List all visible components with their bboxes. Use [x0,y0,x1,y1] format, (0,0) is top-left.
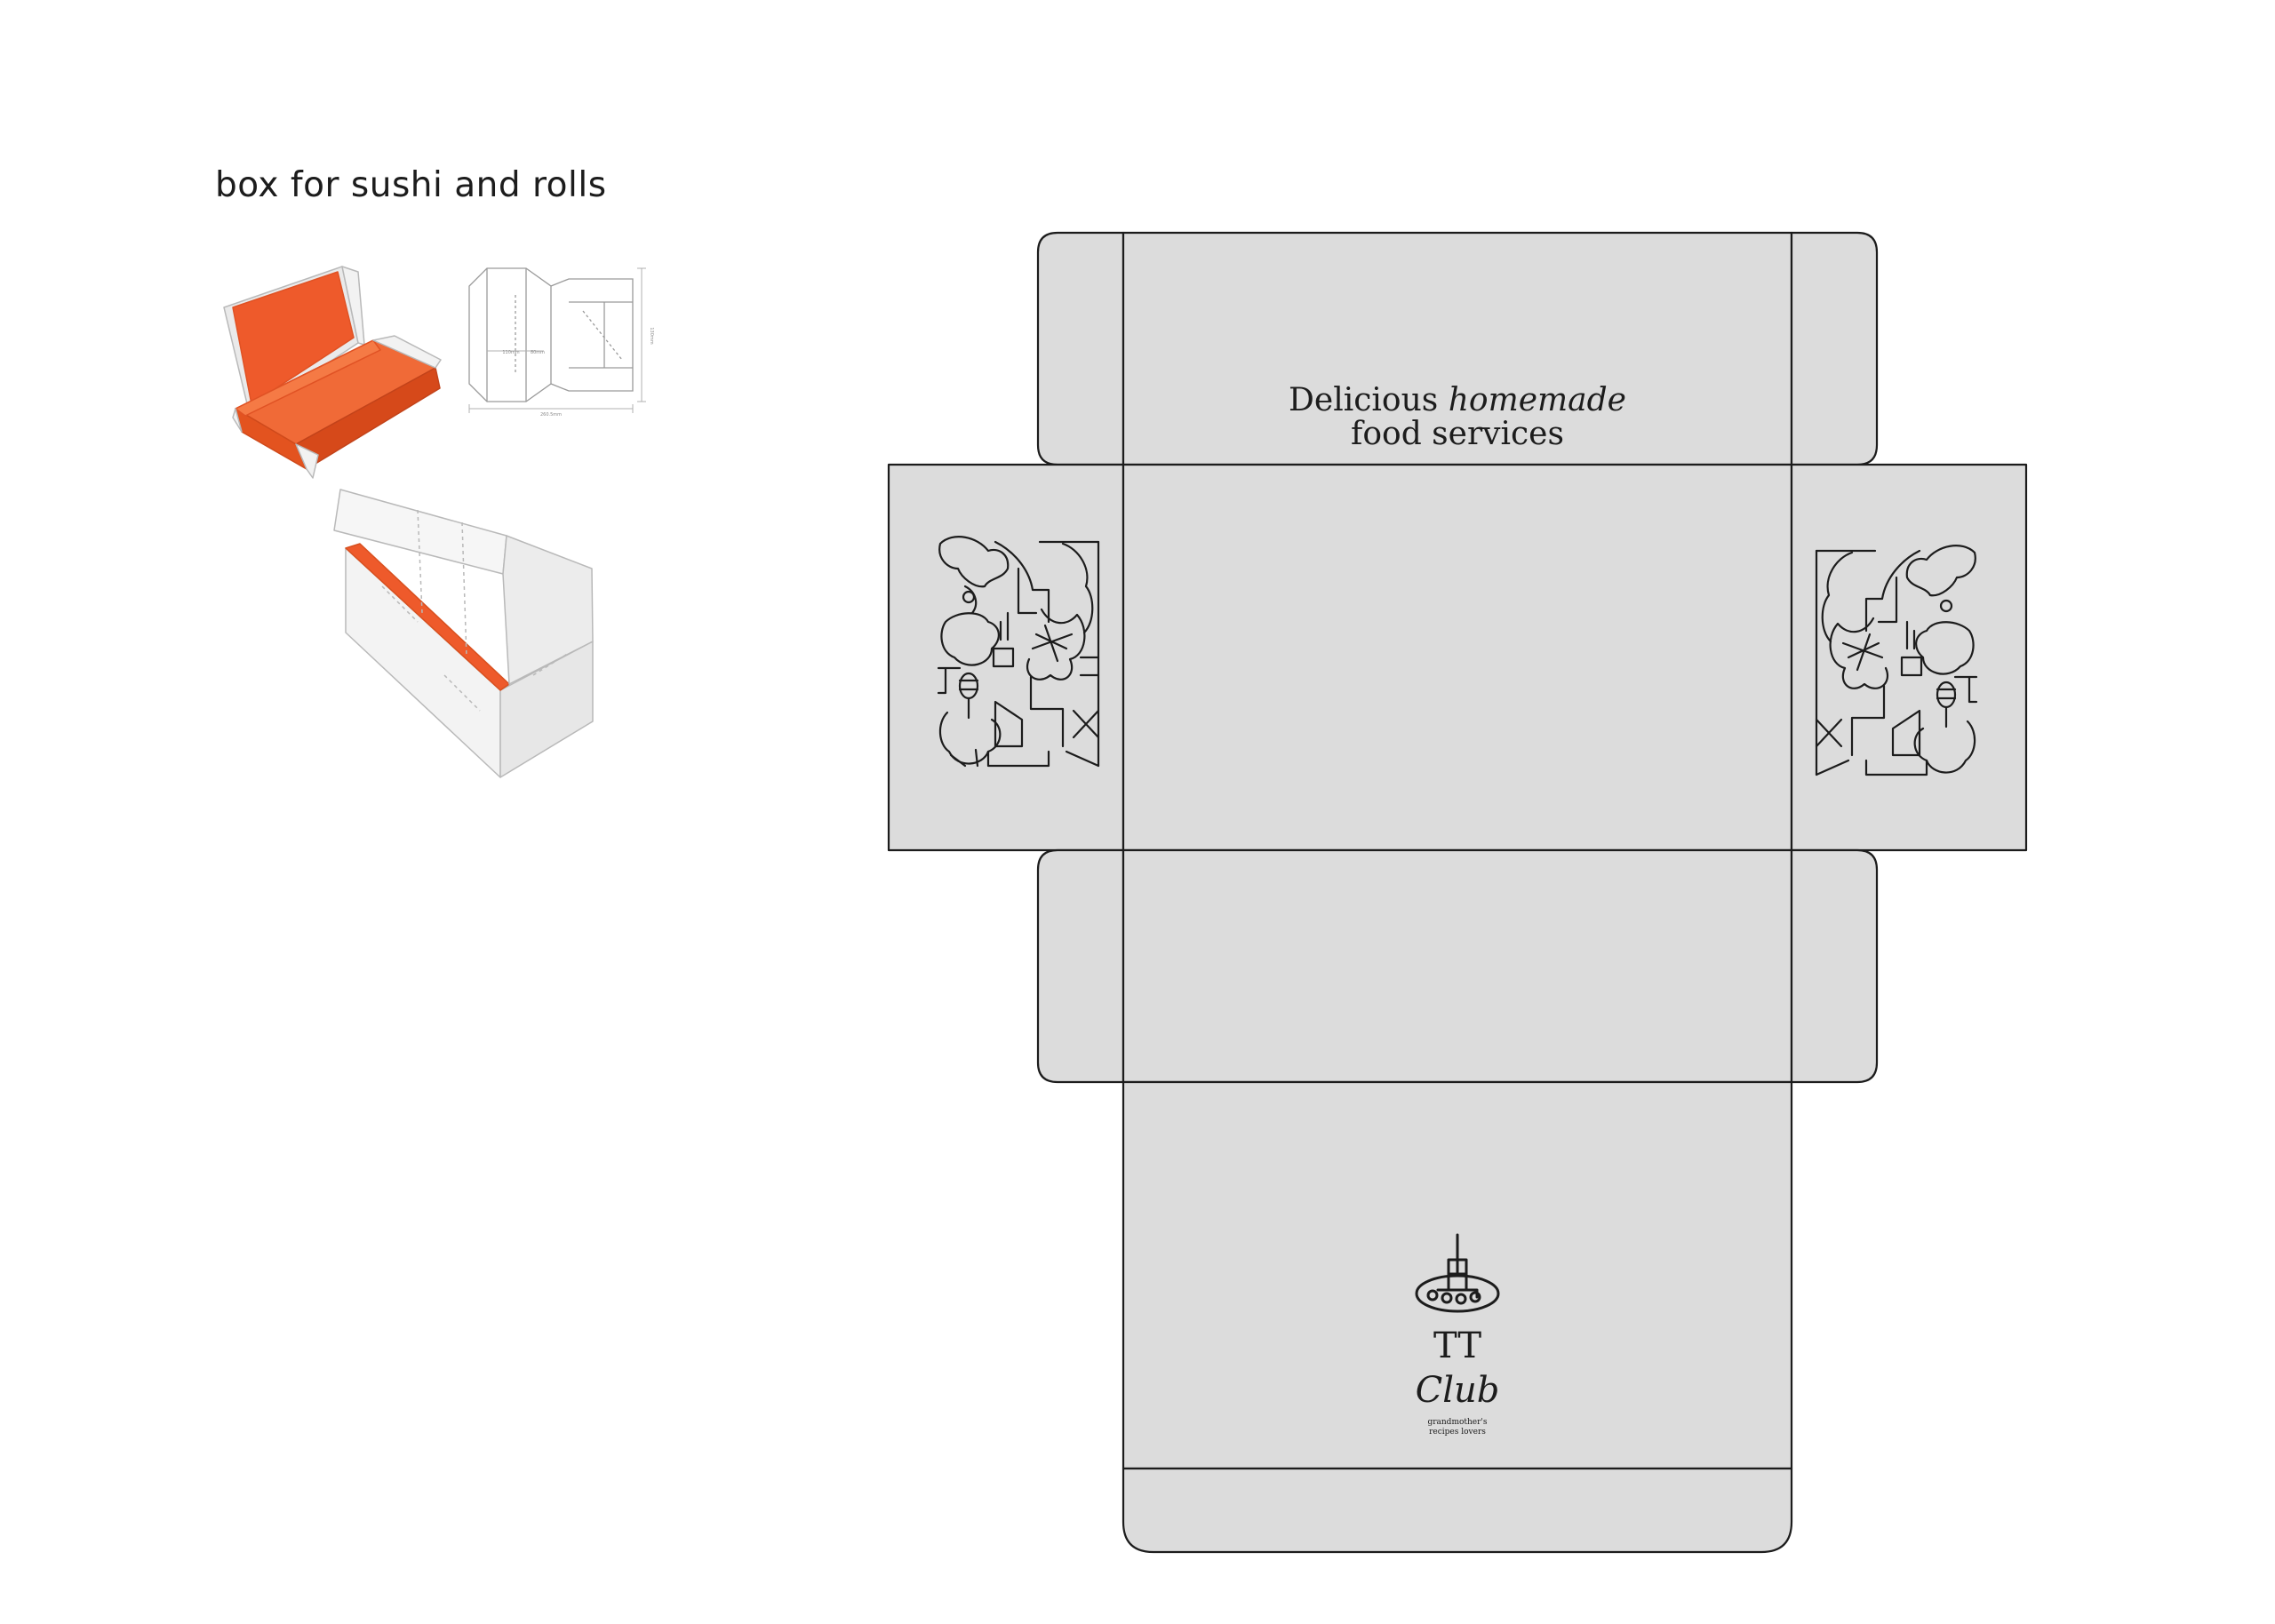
side-illustration-right [1815,545,1978,776]
box-corner-flap-front [295,443,319,479]
logo-tagline-line1: grandmother's [1427,1418,1487,1427]
closed-box-dashed-folds [381,509,570,712]
logo-club: Club [1416,1370,1500,1411]
open-box-illustration [223,266,442,479]
thumbnail-right-half [550,278,634,392]
dieline-thumbnail [468,267,646,413]
bottom-flap-right [1790,848,1879,1084]
top-flap-right [1790,231,1879,466]
lid-tagline-line1: Delicious homemade [1289,382,1626,418]
closed-box-illustration [333,489,594,778]
box-corner-flap-left [232,408,243,433]
box-tray-back-wall [235,339,381,417]
dim-label-a: 110mm [502,350,519,355]
logo-tt: TT [1433,1325,1481,1366]
closed-box-lid-flap [502,535,594,685]
side-illustration-left [937,536,1100,768]
base-tuck-flap [1122,1467,1793,1554]
front-panel [1122,848,1793,1084]
thumbnail-dimension-lines [468,267,646,413]
lid-tagline-line2: food services [1351,416,1564,452]
page-title: box for sushi and rolls [215,165,607,205]
top-flap-left [1036,231,1125,466]
thumbnail-left-half [468,267,552,402]
logo-tagline-line2: recipes lovers [1429,1428,1486,1437]
box-side-flap-right [372,335,442,369]
bottom-flap-left [1036,848,1125,1084]
lid-panel [1122,231,1793,466]
dim-label-d: 130mm [649,327,654,344]
dim-label-b: 80mm [531,350,545,355]
center-panel [1122,463,1793,852]
box-lid-inner [232,271,355,405]
dim-label-c: 260.5mm [540,412,562,418]
logo-mark [1415,1233,1500,1313]
